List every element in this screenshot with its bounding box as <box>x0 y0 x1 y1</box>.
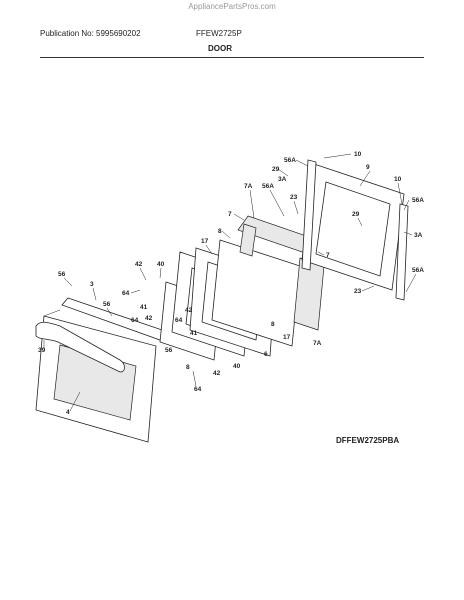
callout-label: 17 <box>283 334 291 341</box>
callout-label: 41 <box>140 304 148 311</box>
insulation <box>237 215 325 331</box>
side-channels <box>301 159 409 301</box>
callout-label: 39 <box>38 347 46 354</box>
callout-label: 3 <box>90 281 94 288</box>
callout-labels: 10 56A 29 3A 9 10 56A 7A 56A 23 7 8 29 3… <box>38 151 424 416</box>
callout-label: 56 <box>165 347 173 354</box>
callout-label: 7A <box>313 340 322 347</box>
callout-label: 64 <box>131 317 139 324</box>
callout-label: 23 <box>354 288 362 295</box>
callout-label: 6 <box>264 351 268 358</box>
callout-label: 3A <box>414 232 423 239</box>
callout-label: 40 <box>157 261 165 268</box>
callout-label: 56A <box>412 197 424 204</box>
callout-label: 29 <box>352 211 360 218</box>
callout-label: 42 <box>185 307 193 314</box>
middle-glass <box>211 239 301 347</box>
callout-label: 3A <box>278 176 287 183</box>
callout-label: 7 <box>326 252 330 259</box>
callout-label: 7A <box>244 183 253 190</box>
header-rule <box>40 57 424 58</box>
callout-label: 42 <box>213 370 221 377</box>
door-handle <box>35 321 125 373</box>
callout-label: 7 <box>228 211 232 218</box>
callout-label: 10 <box>354 151 362 158</box>
callout-label: 40 <box>233 363 241 370</box>
callout-label: 56A <box>262 183 274 190</box>
watermark: AppliancePartsPros.com <box>188 2 276 11</box>
callout-label: 4 <box>66 409 70 416</box>
callout-label: 17 <box>201 238 209 245</box>
diagram-code: DFFEW2725PBA <box>336 436 400 445</box>
publication-number: Publication No: 5995690202 <box>40 29 141 38</box>
callout-label: 56A <box>412 267 424 274</box>
callout-label: 42 <box>135 261 143 268</box>
callout-label: 8 <box>218 228 222 235</box>
callout-label: 9 <box>366 164 370 171</box>
leader-lines <box>43 153 417 412</box>
section-title: DOOR <box>208 44 232 53</box>
callout-label: 23 <box>290 194 298 201</box>
callout-label: 64 <box>194 386 202 393</box>
callout-label: 64 <box>122 290 130 297</box>
callout-label: 64 <box>175 317 183 324</box>
callout-label: 10 <box>394 176 402 183</box>
inner-door-liner <box>301 163 405 291</box>
callout-label: 29 <box>272 166 280 173</box>
callout-label: 56 <box>103 301 111 308</box>
callout-label: 41 <box>190 330 198 337</box>
callout-label: 8 <box>186 364 190 371</box>
callout-label: 56 <box>58 271 66 278</box>
callout-label: 8 <box>271 321 275 328</box>
callout-label: 42 <box>145 315 153 322</box>
model-number: FFEW2725P <box>196 29 242 38</box>
callout-label: 56A <box>284 157 296 164</box>
